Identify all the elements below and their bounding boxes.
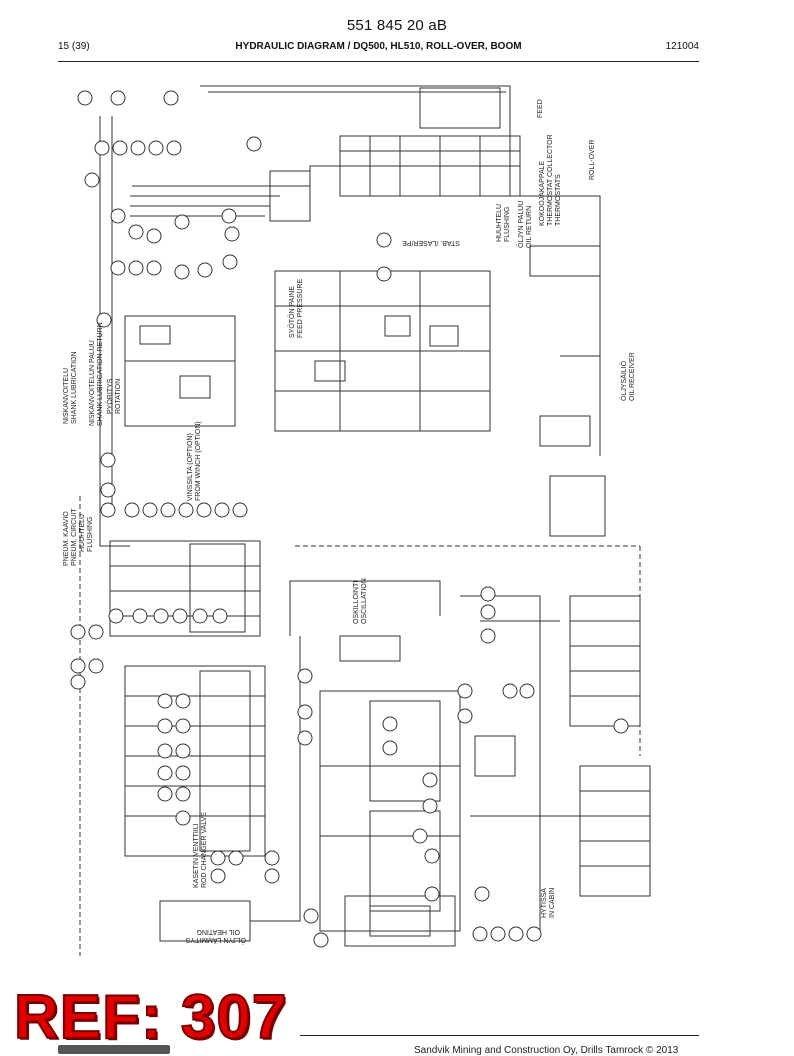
svg-text:SHANK LUBRICATION: SHANK LUBRICATION [71, 351, 78, 424]
document-number: 551 845 20 aB [346, 17, 448, 34]
svg-text:FLUSHING: FLUSHING [504, 207, 511, 242]
svg-text:OSCILLATION: OSCILLATION [361, 578, 368, 624]
svg-text:FEED: FEED [537, 99, 544, 118]
svg-text:ROD CHANGER VALVE: ROD CHANGER VALVE [201, 812, 208, 888]
svg-text:FEED PRESSURE: FEED PRESSURE [297, 279, 304, 338]
svg-text:IN CABIN: IN CABIN [549, 888, 556, 918]
footer-rule [300, 1035, 699, 1036]
page-header: 15 (39) HYDRAULIC DIAGRAM / DQ500, HL510… [58, 41, 699, 59]
svg-text:NISKANVOITELUN PALUU: NISKANVOITELUN PALUU [89, 340, 96, 426]
svg-text:PYÖRITYS: PYÖRITYS [106, 378, 114, 414]
page-title: HYDRAULIC DIAGRAM / DQ500, HL510, ROLL-O… [235, 41, 522, 52]
svg-text:ROLL-OVER: ROLL-OVER [589, 140, 596, 180]
svg-text:HUUHTELU: HUUHTELU [496, 204, 503, 242]
svg-text:ÖLJYSÄILIÖ: ÖLJYSÄILIÖ [620, 360, 628, 401]
svg-text:NISKANVOITELU: NISKANVOITELU [63, 368, 70, 424]
svg-text:HUUHTELU: HUUHTELU [79, 514, 86, 552]
svg-text:STAB. /LASER/PE: STAB. /LASER/PE [402, 239, 460, 246]
svg-text:ÖLJYN PALUU: ÖLJYN PALUU [517, 201, 525, 248]
svg-text:FLUSHING: FLUSHING [87, 517, 94, 552]
svg-text:THERMOSTAT COLLECTOR: THERMOSTAT COLLECTOR [547, 134, 554, 226]
svg-text:KASETIN VENTTIILI: KASETIN VENTTIILI [193, 823, 200, 888]
page-number: 15 (39) [58, 41, 90, 52]
date-code: 121004 [665, 41, 699, 52]
hydraulic-diagram: ROLL-OVER FEED STAB. /LASER/PE HUUHTELU … [63, 85, 651, 956]
svg-text:SHANK LUBRICATION RETURN: SHANK LUBRICATION RETURN [97, 322, 104, 426]
header-rule [58, 61, 699, 62]
svg-text:SYÖTÖN PAINE: SYÖTÖN PAINE [288, 286, 296, 338]
svg-text:FROM WINCH (OPTION): FROM WINCH (OPTION) [195, 421, 202, 501]
svg-text:OIL RETURN: OIL RETURN [526, 206, 533, 248]
svg-text:ROTATION: ROTATION [115, 379, 122, 414]
svg-text:OSKILLOINTI: OSKILLOINTI [353, 581, 360, 624]
svg-text:VINSSILTA (OPTION): VINSSILTA (OPTION) [187, 433, 194, 501]
svg-text:THERMOSTATS: THERMOSTATS [555, 174, 562, 226]
svg-text:OIL HEATING: OIL HEATING [196, 928, 240, 935]
svg-text:ÖLJYN LÄMMITYS: ÖLJYN LÄMMITYS [185, 936, 246, 944]
svg-text:OIL RECEIVER: OIL RECEIVER [629, 352, 636, 401]
svg-text:PNEUM. CIRCUIT: PNEUM. CIRCUIT [71, 508, 78, 566]
svg-text:KOKOOJAKAPPALE: KOKOOJAKAPPALE [539, 160, 546, 226]
svg-text:HYTISSÄ: HYTISSÄ [540, 888, 548, 918]
company-logo [58, 1045, 170, 1054]
svg-text:PNEUM. KAAVIO: PNEUM. KAAVIO [63, 511, 70, 566]
footer-copyright: Sandvik Mining and Construction Oy, Dril… [414, 1045, 679, 1056]
reference-stamp: REF: 307 [13, 982, 288, 1053]
